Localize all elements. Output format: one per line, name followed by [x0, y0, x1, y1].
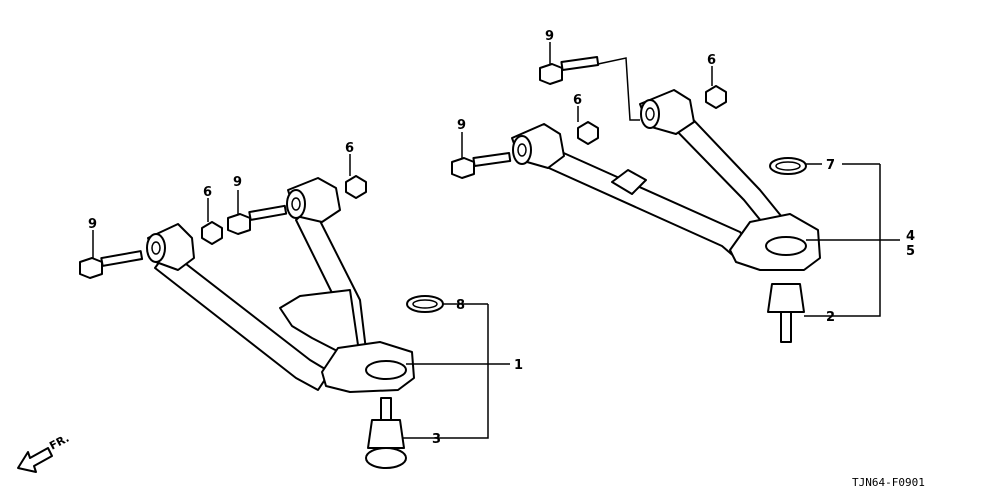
- front-direction-indicator: FR.: [17, 432, 71, 473]
- callout-6-lower-front: 6: [345, 141, 354, 156]
- front-arrow-icon: [17, 447, 53, 473]
- callout-1: 1: [514, 358, 523, 373]
- callout-4: 4: [906, 229, 915, 244]
- callout-3: 3: [432, 432, 441, 447]
- upper-rear-bushing: [511, 123, 565, 169]
- callout-9-lower-rear: 9: [88, 217, 97, 232]
- upper-rear-bolt: [451, 152, 512, 179]
- upper-snap-ring: [769, 157, 807, 175]
- lower-front-bushing: [286, 177, 341, 223]
- callout-6-upper-front: 6: [707, 53, 716, 68]
- leader-lines: [92, 42, 900, 439]
- lower-arm-assembly: [79, 175, 444, 469]
- front-direction-label: FR.: [47, 432, 71, 453]
- lower-front-nut: [345, 175, 367, 199]
- lower-rear-nut: [201, 221, 223, 245]
- callout-5: 5: [906, 244, 915, 259]
- callout-9-upper-rear: 9: [457, 118, 466, 133]
- upper-ball-joint: [767, 283, 805, 343]
- upper-arm-tube-bracket: [611, 169, 647, 195]
- upper-front-nut: [705, 85, 727, 109]
- upper-front-bushing: [639, 89, 695, 135]
- lower-snap-ring: [406, 295, 444, 313]
- drawing-code: TJN64-F0901: [852, 476, 925, 489]
- callout-7: 7: [826, 158, 835, 173]
- upper-arm-assembly: [451, 56, 821, 343]
- callout-9-lower-front: 9: [233, 175, 242, 190]
- lower-ball-joint: [365, 397, 407, 469]
- callout-9-upper-front: 9: [545, 29, 554, 44]
- callout-6-lower-rear: 6: [203, 185, 212, 200]
- callout-2: 2: [826, 310, 835, 325]
- lower-arm-joint-hole: [365, 360, 407, 380]
- lower-rear-bolt: [79, 250, 144, 279]
- callout-6-upper-rear: 6: [573, 93, 582, 108]
- upper-arm-joint-hole: [765, 236, 807, 256]
- lower-arm-rear-tube: [154, 249, 331, 391]
- lower-front-bolt: [227, 204, 288, 235]
- callouts: 9 9 9 9 6 6 6 6 8 1 3 7 4 5 2: [88, 29, 915, 447]
- upper-front-bolt: [539, 56, 600, 85]
- lower-rear-bushing: [146, 223, 195, 271]
- upper-rear-nut: [577, 121, 599, 145]
- callout-8: 8: [456, 298, 465, 313]
